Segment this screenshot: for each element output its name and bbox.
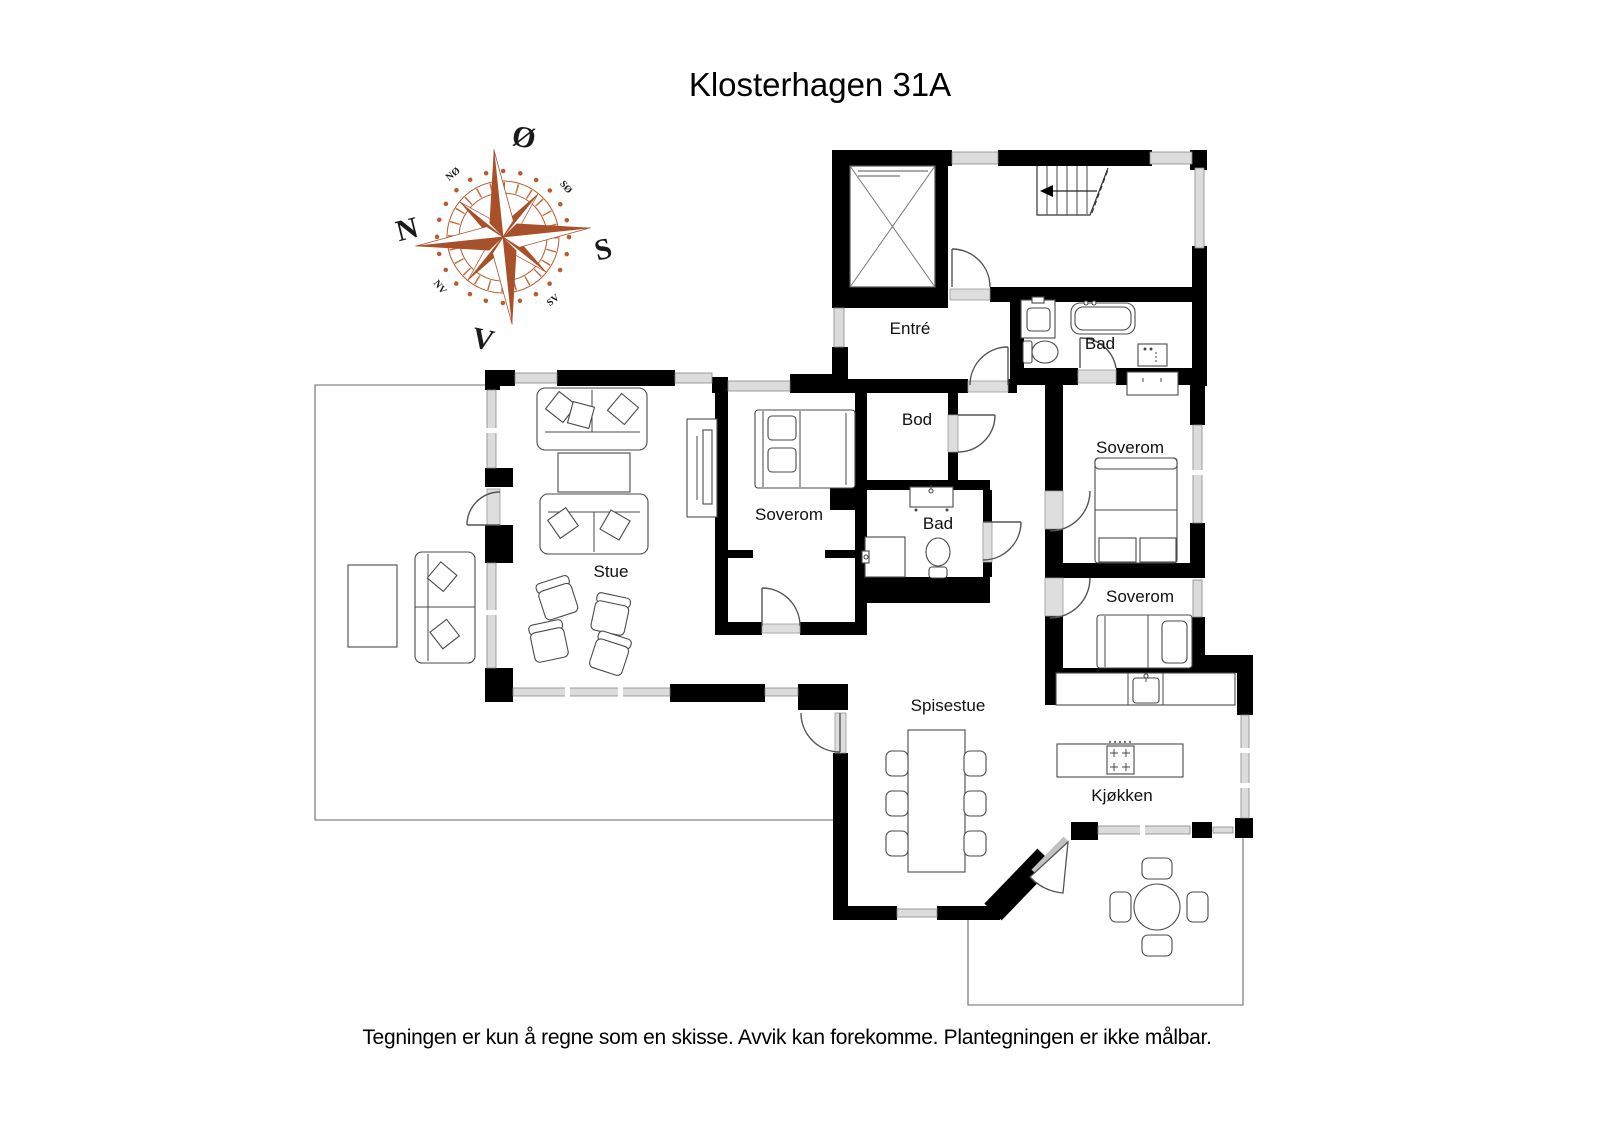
room-label-bad-middle: Bad bbox=[923, 514, 953, 533]
compass-dot-ring bbox=[434, 168, 572, 306]
room-label-bad-upper: Bad bbox=[1085, 334, 1115, 353]
bedroom2-furniture bbox=[1094, 371, 1179, 564]
stair-direction-arrow bbox=[1040, 185, 1053, 197]
tv bbox=[686, 418, 718, 518]
compass-label-northwest: NV bbox=[431, 278, 449, 297]
room-label-entre: Entré bbox=[890, 319, 931, 338]
dresser bbox=[1126, 371, 1179, 396]
toilet-icon bbox=[1022, 340, 1059, 364]
living-room-furniture bbox=[528, 387, 718, 676]
patio-door-fan bbox=[1029, 840, 1069, 894]
room-label-soverom-3: Soverom bbox=[1106, 587, 1174, 606]
patio-table bbox=[1133, 883, 1181, 931]
compass-star bbox=[415, 149, 591, 325]
elevator-shaft bbox=[849, 165, 936, 288]
door-thresholds bbox=[486, 288, 1117, 754]
shower-icon bbox=[864, 536, 906, 578]
dining-furniture bbox=[885, 729, 987, 873]
bathroom-upper-fixtures bbox=[1020, 296, 1168, 367]
room-label-soverom-2: Soverom bbox=[1096, 438, 1164, 457]
bedroom1-furniture bbox=[754, 409, 856, 489]
room-label-kjokken: Kjøkken bbox=[1091, 786, 1152, 805]
cooktop-icon bbox=[1106, 741, 1135, 775]
dining-table bbox=[907, 729, 966, 873]
outdoor-table bbox=[347, 564, 398, 648]
room-labels: Entré Bad Bod Soverom Bad Soverom Sovero… bbox=[594, 319, 1175, 805]
bathroom-middle-fixtures bbox=[861, 485, 954, 579]
compass-label-west: V bbox=[469, 321, 497, 358]
kitchen-fixtures bbox=[1055, 672, 1236, 778]
bathtub-icon bbox=[1070, 300, 1136, 335]
compass-label-north: N bbox=[393, 211, 422, 248]
room-label-stue: Stue bbox=[594, 562, 629, 581]
compass-label-southeast: SØ bbox=[557, 179, 574, 196]
washing-machine-icon bbox=[1137, 343, 1168, 367]
compass-label-southwest: SV bbox=[545, 292, 562, 309]
walls bbox=[485, 150, 1253, 921]
coffee-table bbox=[557, 452, 631, 493]
room-label-spisestue: Spisestue bbox=[911, 696, 986, 715]
disclaimer-text: Tegningen er kun å regne som en skisse. … bbox=[362, 1026, 1211, 1049]
terrace-furniture bbox=[347, 551, 476, 664]
page-title: Klosterhagen 31A bbox=[689, 66, 951, 103]
room-label-bod: Bod bbox=[902, 410, 932, 429]
patio-furniture bbox=[1109, 857, 1209, 957]
terrace-outline bbox=[314, 384, 1244, 1006]
compass-label-east: Ø bbox=[509, 119, 539, 156]
compass-label-northeast: NØ bbox=[444, 165, 463, 183]
doors bbox=[466, 248, 1117, 894]
toilet-icon bbox=[925, 537, 951, 579]
bedroom3-furniture bbox=[1096, 614, 1193, 669]
windows bbox=[486, 151, 1250, 918]
compass-rose: N Ø S V NØ SØ SV NV bbox=[393, 119, 616, 358]
staircase bbox=[1036, 166, 1109, 216]
compass-label-south: S bbox=[591, 231, 615, 267]
room-label-soverom-1: Soverom bbox=[755, 505, 823, 524]
kitchen-sink-icon bbox=[1132, 673, 1160, 704]
